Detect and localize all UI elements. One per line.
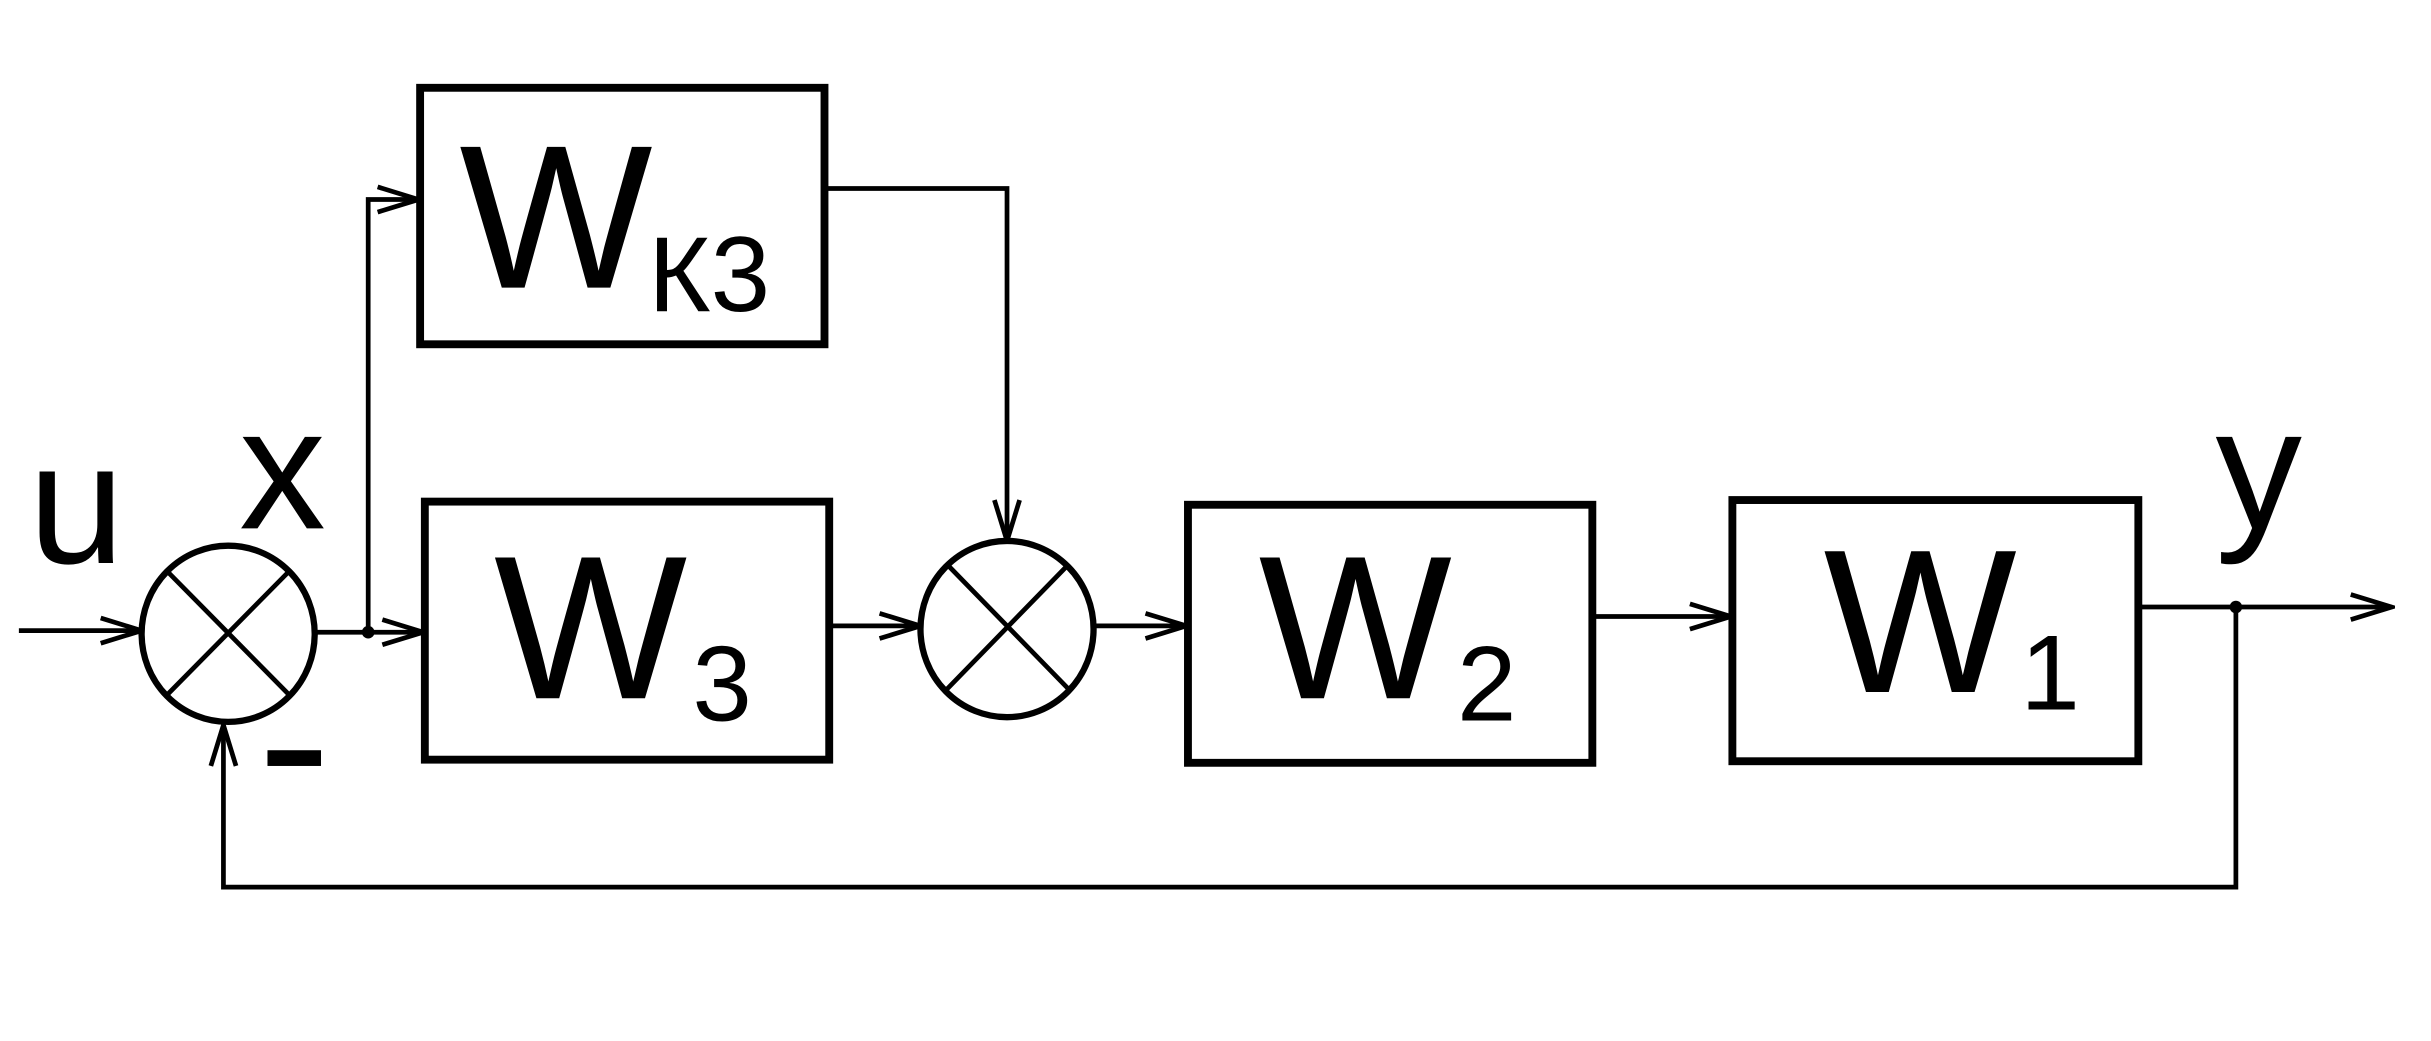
- signal-label-x: x: [239, 371, 326, 565]
- feedback-arrow: [223, 607, 2239, 890]
- block-w2-main: W: [1259, 514, 1452, 742]
- block-w3: W 3: [420, 497, 834, 764]
- wk3-to-sum2-arrow: [824, 186, 1007, 540]
- block-w2: W 2: [1184, 500, 1597, 767]
- summing-junction-1: [138, 542, 318, 726]
- block-w1-main: W: [1824, 508, 2017, 736]
- block-wk3-sub: К3: [648, 214, 770, 334]
- block-wk3: W К3: [416, 83, 829, 349]
- summing-junction-2: [917, 537, 1097, 721]
- block-wk3-main: W: [459, 104, 652, 332]
- minus-sign: [267, 750, 321, 766]
- x-to-wk3-arrow: [365, 200, 418, 633]
- signal-label-u: u: [28, 406, 124, 600]
- block-w1-sub: 1: [2020, 612, 2080, 732]
- branch-point-y: [2229, 600, 2243, 614]
- block-w2-sub: 2: [1457, 623, 1517, 743]
- signal-label-y: y: [2215, 371, 2302, 565]
- block-w3-sub: 3: [692, 623, 752, 743]
- block-w1: W 1: [1728, 496, 2143, 766]
- block-w3-main: W: [494, 514, 687, 742]
